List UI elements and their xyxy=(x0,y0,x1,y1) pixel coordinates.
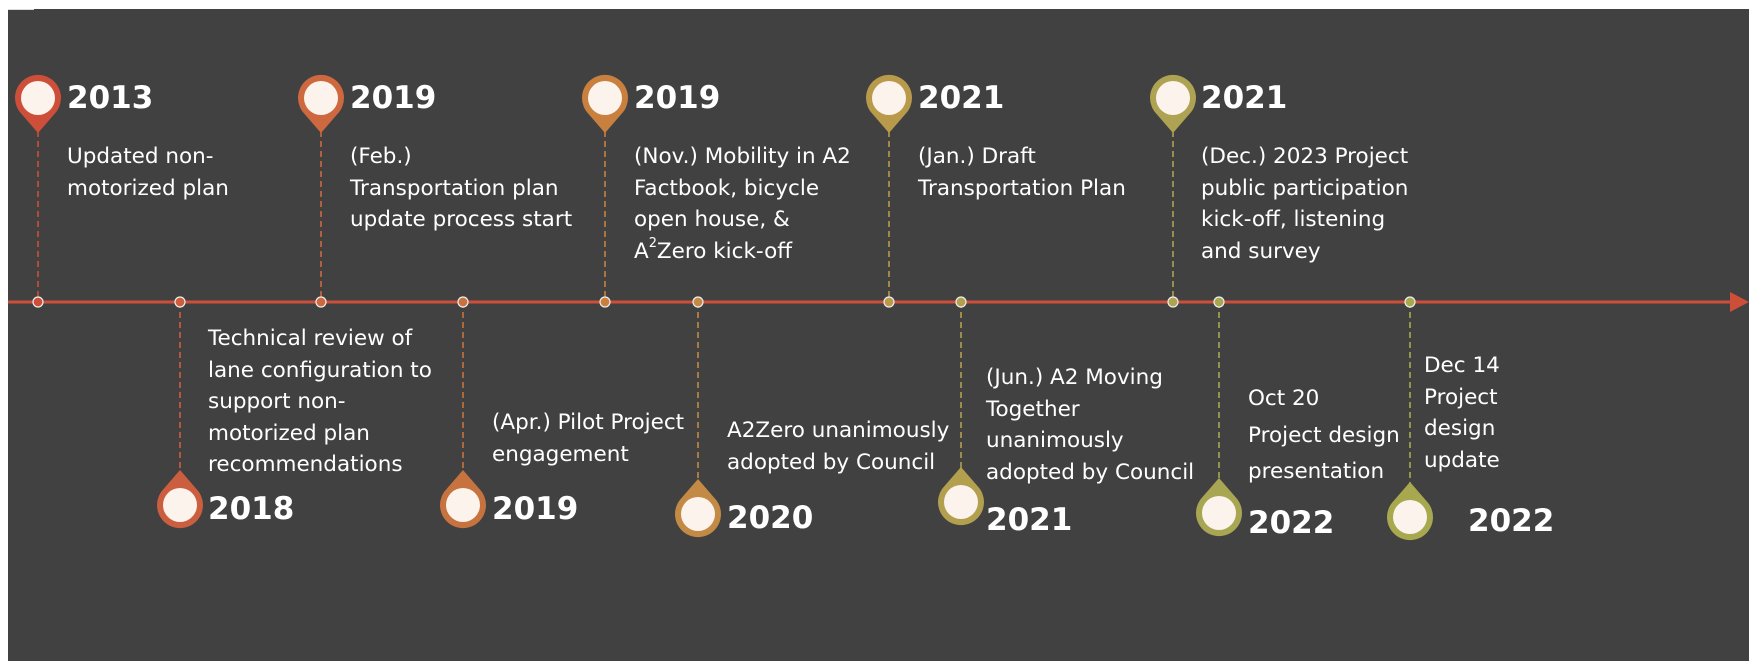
timeline-slide: 2013 Updated non- motorized plan 2018 Te… xyxy=(8,9,1749,661)
event-axis-dot xyxy=(955,296,967,308)
event-year-2020: 2020 xyxy=(727,500,814,536)
timeline-graphic xyxy=(8,74,1749,541)
event-year-2018: 2018 xyxy=(208,491,295,527)
event-description-2019-nov: (Nov.) Mobility in A2 Factbook, bicycle … xyxy=(634,144,851,264)
event-pin-center xyxy=(872,81,906,115)
event-pin-center xyxy=(1202,496,1236,530)
corner-mark xyxy=(8,9,34,10)
event-pin-center xyxy=(944,485,978,519)
event-description-2020: A2Zero unanimously adopted by Council xyxy=(727,418,950,475)
event-description-2019-apr: (Apr.) Pilot Project engagement xyxy=(492,410,685,467)
event-year-2021-dec: 2021 xyxy=(1201,80,1288,116)
event-pin-center xyxy=(1393,500,1427,534)
event-year-2019-apr: 2019 xyxy=(492,491,579,527)
event-pin-center xyxy=(163,488,197,522)
event-description-2022-oct: Oct 20 Project design presentation xyxy=(1248,386,1400,484)
timeline-arrow-head xyxy=(1730,292,1749,312)
event-axis-dot xyxy=(1404,296,1416,308)
event-description-2021-jun: (Jun.) A2 Moving Together unanimously ad… xyxy=(986,365,1195,485)
event-pin-center xyxy=(681,497,715,531)
event-year-2013: 2013 xyxy=(67,80,154,116)
event-year-2019-feb: 2019 xyxy=(350,80,437,116)
event-pin-center xyxy=(588,81,622,115)
event-description-2019-feb: (Feb.) Transportation plan update proces… xyxy=(350,144,573,232)
event-year-2022-oct: 2022 xyxy=(1248,505,1335,541)
event-axis-dot xyxy=(883,296,895,308)
event-year-2022-dec: 2022 xyxy=(1468,503,1555,539)
event-axis-dot xyxy=(32,296,44,308)
event-pin-center xyxy=(304,81,338,115)
event-axis-dot xyxy=(692,296,704,308)
event-pin-center xyxy=(21,81,55,115)
event-description-2013: Updated non- motorized plan xyxy=(67,144,229,201)
event-axis-dot xyxy=(174,296,186,308)
event-pin-center xyxy=(1156,81,1190,115)
event-year-2021-jun: 2021 xyxy=(986,502,1073,538)
event-axis-dot xyxy=(1213,296,1225,308)
event-year-2021-jan: 2021 xyxy=(918,80,1005,116)
event-description-2021-jan: (Jan.) Draft Transportation Plan xyxy=(918,144,1126,201)
event-pin-center xyxy=(446,488,480,522)
event-axis-dot xyxy=(457,296,469,308)
event-axis-dot xyxy=(1167,296,1179,308)
event-year-2019-nov: 2019 xyxy=(634,80,721,116)
event-description-2022-dec: Dec 14 Project design update xyxy=(1424,353,1500,473)
event-description-2021-dec: (Dec.) 2023 Project public participation… xyxy=(1201,144,1409,264)
event-axis-dot xyxy=(599,296,611,308)
event-description-2018: Technical review of lane configuration t… xyxy=(208,326,432,477)
event-axis-dot xyxy=(315,296,327,308)
